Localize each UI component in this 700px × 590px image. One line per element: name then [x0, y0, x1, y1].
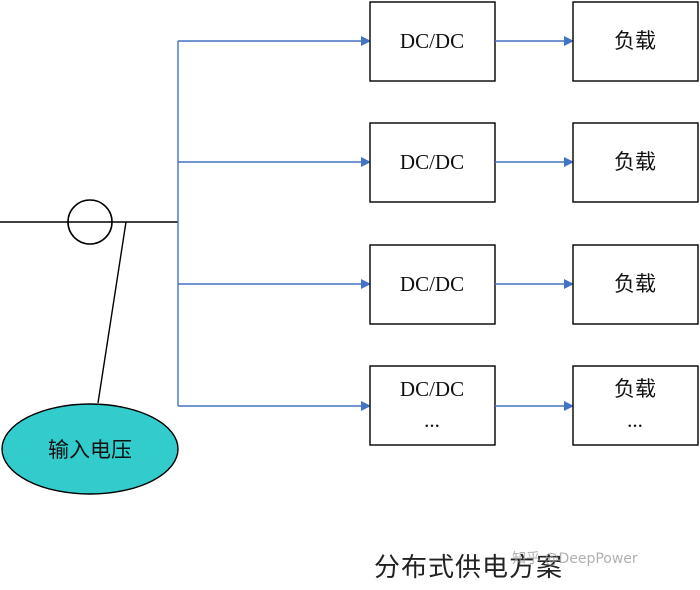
load-box-2 — [572, 122, 699, 203]
dcdc-label-4: DC/DC — [400, 377, 464, 401]
dcdc-box-1 — [369, 1, 496, 82]
load-label-2: 负载 — [614, 150, 656, 174]
dcdc-label-3: DC/DC — [400, 272, 464, 296]
dcdc-label-2: DC/DC — [400, 150, 464, 174]
dcdc-box-4 — [369, 365, 496, 446]
load-ellipsis: ... — [627, 408, 643, 432]
sensing-circle — [67, 199, 113, 245]
load-box-4 — [572, 365, 699, 446]
dcdc-box-3 — [369, 244, 496, 325]
input-voltage-ellipse — [1, 403, 179, 495]
dcdc-box-2 — [369, 122, 496, 203]
watermark: 知乎 @DeepPower — [512, 551, 638, 567]
load-label-3: 负载 — [614, 272, 656, 296]
load-label-4: 负载 — [614, 377, 656, 401]
diagram-caption: 分布式供电方案 — [374, 553, 564, 583]
input-voltage-label: 输入电压 — [48, 438, 132, 462]
load-label-1: 负载 — [614, 29, 656, 53]
load-box-1 — [572, 1, 699, 82]
load-box-3 — [572, 244, 699, 325]
leader-line — [97, 221, 127, 404]
dcdc-ellipsis: ... — [424, 408, 440, 432]
dcdc-label-1: DC/DC — [400, 29, 464, 53]
